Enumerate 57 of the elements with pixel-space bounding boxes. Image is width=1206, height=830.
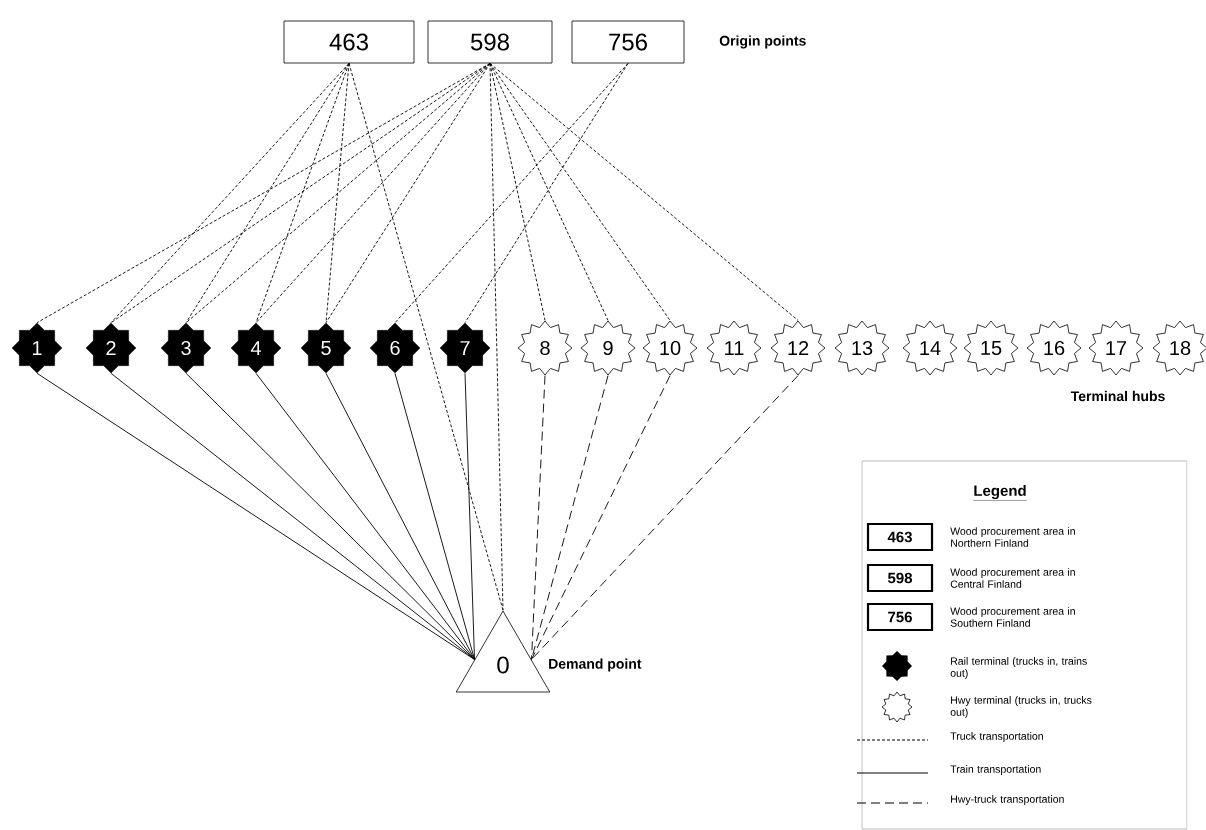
rail-terminal-star: 6 <box>369 322 421 374</box>
legend-text: Train transportation <box>950 765 1041 775</box>
rail-terminal-star: 7 <box>439 322 491 374</box>
legend-text: Rail terminal (trucks in, trains out) <box>950 657 1087 679</box>
beside-label: Demand point <box>549 658 642 672</box>
rail-terminal-star: 1 <box>11 322 63 374</box>
connector-line <box>464 372 475 660</box>
hwy-terminal-star: 16 <box>1026 320 1082 376</box>
hwy-terminal-star: 14 <box>902 320 958 376</box>
connector-line <box>110 62 350 324</box>
legend-text: Wood procurement area in Northern Finland <box>950 527 1075 547</box>
origin-box: 463 <box>283 20 415 64</box>
rail-terminal-star: 5 <box>300 322 352 374</box>
connector-line <box>394 62 629 324</box>
hwy-terminal-star: 12 <box>770 320 826 376</box>
connector-line <box>489 62 609 321</box>
rail-terminal-star: 4 <box>230 322 282 374</box>
legend-box-sample: 463 <box>866 522 934 552</box>
connector-line <box>110 62 491 324</box>
connector-line <box>185 62 350 324</box>
connector-line <box>464 62 629 324</box>
origin-label: Origin points <box>719 35 806 49</box>
legend-text: Wood procurement area in Southern Finland <box>950 607 1075 627</box>
origin-box: 598 <box>427 20 553 64</box>
hwy-terminal-star: 13 <box>834 320 890 376</box>
connector-line <box>531 375 546 660</box>
hwy-terminal-star: 17 <box>1088 320 1144 376</box>
connector-line <box>394 372 475 660</box>
rail-terminal-star: 2 <box>85 322 137 374</box>
connector-line <box>110 372 475 660</box>
legend-text: Wood procurement area in Central Finland <box>950 568 1075 588</box>
hwy-terminal-star: 10 <box>642 320 698 376</box>
hwy-terminal-star: 11 <box>706 320 762 376</box>
origin-box: 756 <box>571 20 685 64</box>
hwy-terminal-star: 18 <box>1152 320 1206 376</box>
legend-text: Truck transportation <box>950 732 1043 742</box>
connector-line <box>531 375 671 660</box>
legend-title: Legend <box>973 485 1027 501</box>
connector-line <box>325 372 475 660</box>
legend-text: Hwy terminal (trucks in, trucks out) <box>950 696 1092 718</box>
connector-line <box>325 62 350 324</box>
rail-terminal-star: 3 <box>160 322 212 374</box>
connector-line <box>36 62 491 324</box>
hwy-terminal-star: 8 <box>517 320 573 376</box>
connector-line <box>489 62 799 321</box>
legend-box-sample: 598 <box>866 563 934 593</box>
hwy-terminal-star: 15 <box>963 320 1019 376</box>
connector-line <box>531 375 799 660</box>
legend-text: Hwy-truck transportation <box>951 795 1064 805</box>
legend-box-sample: 756 <box>866 602 934 632</box>
connector-line <box>489 62 504 611</box>
connector-line <box>255 372 475 660</box>
connector-line <box>325 62 491 324</box>
connector-line <box>531 375 609 660</box>
hub-label: Terminal hubs <box>1070 390 1165 402</box>
connector-line <box>255 62 491 324</box>
hwy-terminal-star: 9 <box>580 320 636 376</box>
